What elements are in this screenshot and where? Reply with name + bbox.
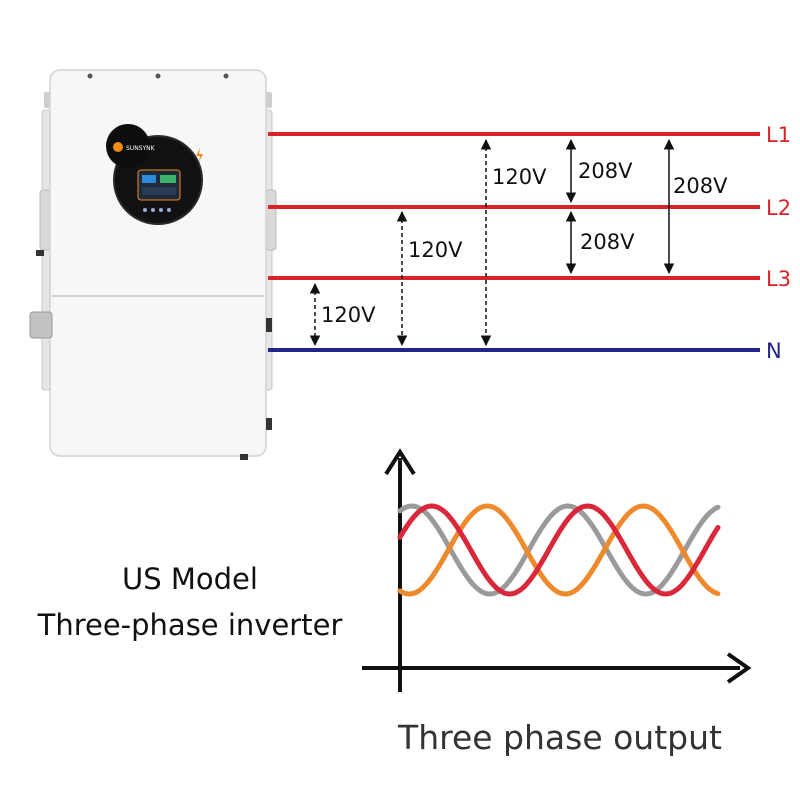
model-caption-line1: US Model [122,562,258,596]
screw [87,73,93,79]
brand-label: SUNSYNK [126,145,156,152]
phase-waves [397,503,721,597]
wave-orange [397,503,721,597]
control-button [143,208,147,212]
lcd-indicator [142,175,156,183]
line-label-l3: L3 [766,267,791,291]
line-label-n: N [766,339,782,363]
lightning-icon [196,148,203,162]
voltage-label-l1-n: 120V [492,165,547,189]
y-axis-arrowhead [384,448,416,476]
model-caption: US Model Three-phase inverter [10,556,370,648]
inverter-body [49,69,267,457]
line-label-l1: L1 [766,123,791,147]
dc-switch [29,311,53,339]
handle-right [265,189,277,251]
wave-red [397,503,721,597]
inverter-unit: SUNSYNK [29,69,277,460]
voltage-label-l2-l3: 208V [580,230,635,254]
port [240,454,248,460]
screw [223,73,229,79]
screw [155,73,161,79]
handle-left [39,189,51,251]
logo-disc [106,124,150,168]
model-caption-line2: Three-phase inverter [37,608,343,642]
side-connector [36,250,44,256]
voltage-arrows: 120V 120V 120V 208V 208V 208V [309,138,728,347]
control-button [159,208,163,212]
port [266,318,272,332]
lcd-screen [137,169,181,201]
port [266,418,272,430]
waveform-plot [362,448,752,692]
x-axis-arrowhead [726,652,752,684]
line-label-l2: L2 [766,196,791,220]
voltage-label-l3-n: 120V [321,303,376,327]
lcd-indicator [142,187,176,195]
lcd-indicator [160,175,176,183]
voltage-label-l2-n: 120V [408,238,463,262]
brand-logo-icon [113,142,123,152]
control-button [151,208,155,212]
voltage-label-l1-l3: 208V [673,174,728,198]
wave-gray [397,503,721,597]
control-button [167,208,171,212]
waveform-caption: Three phase output [398,718,722,757]
voltage-label-l1-l2: 208V [578,159,633,183]
